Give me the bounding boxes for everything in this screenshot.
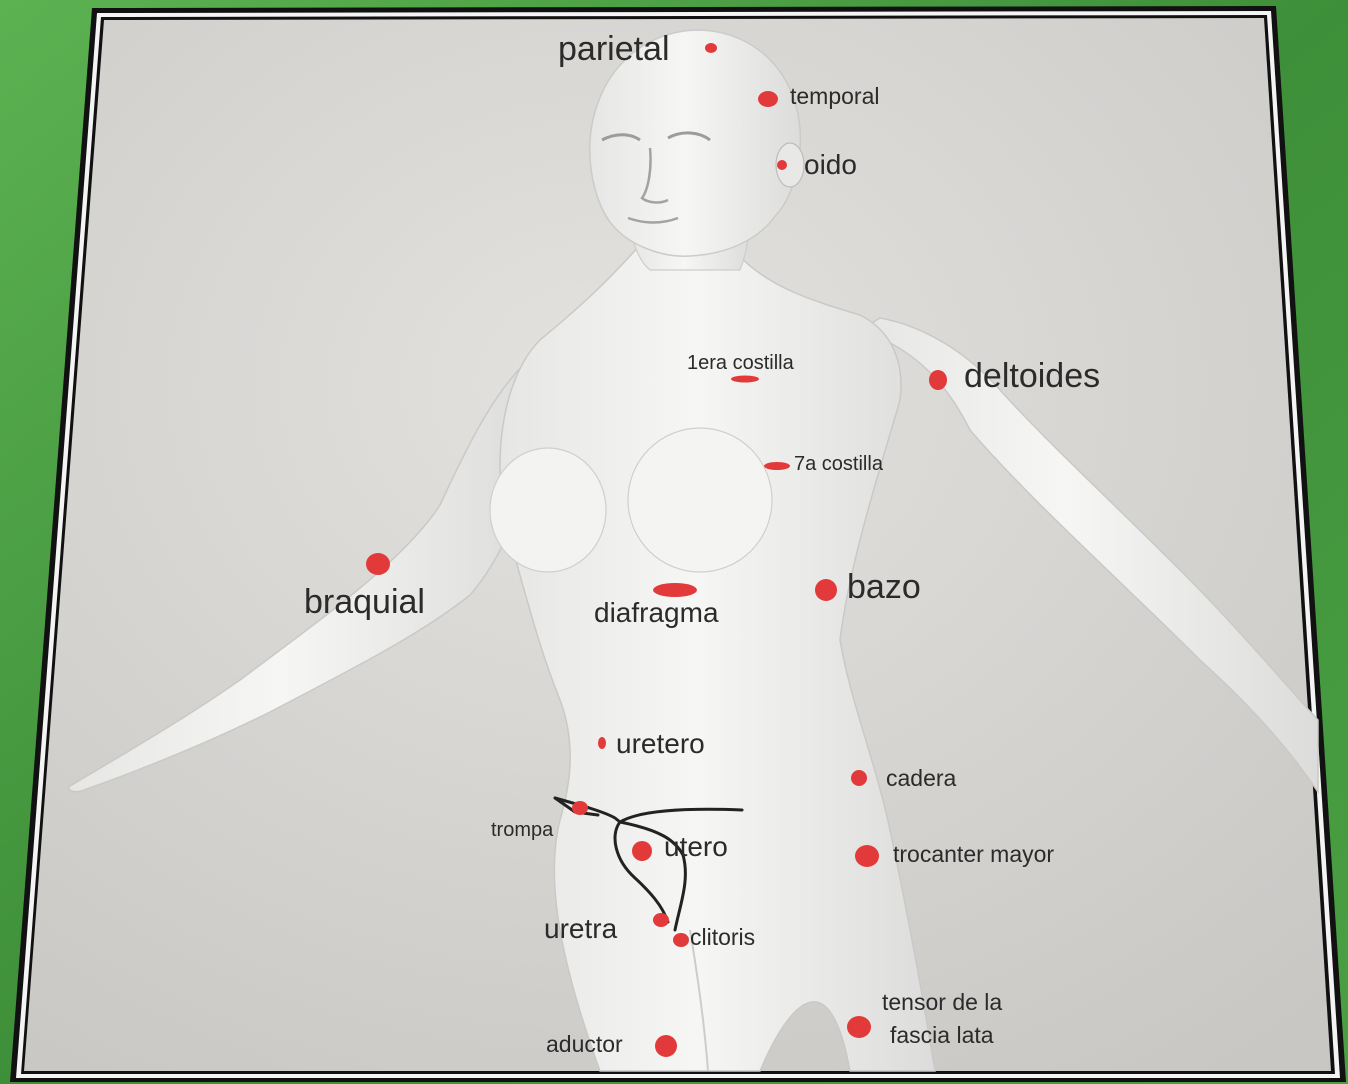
marker-bazo [815, 579, 837, 601]
label-parietal: parietal [558, 30, 670, 68]
label-clitoris: clitoris [690, 924, 755, 950]
marker-trompa [572, 801, 588, 815]
marker-uretra [653, 913, 669, 927]
marker-aductor [655, 1035, 677, 1057]
label-oido: oido [804, 149, 857, 180]
marker-primera-costilla [731, 376, 759, 383]
marker-septima-costilla [764, 462, 790, 470]
label-uretra: uretra [544, 913, 618, 944]
marker-oido [777, 160, 787, 170]
marker-cadera [851, 770, 867, 786]
marker-parietal [705, 43, 717, 53]
marker-temporal [758, 91, 778, 107]
label-uretero: uretero [616, 728, 705, 759]
label-septima-costilla: 7a costilla [794, 453, 884, 475]
label-tensor-line2: fascia lata [890, 1022, 994, 1048]
marker-diafragma [653, 583, 697, 597]
marker-braquial [366, 553, 390, 575]
label-aductor: aductor [546, 1031, 623, 1057]
label-diafragma: diafragma [594, 597, 719, 628]
label-temporal: temporal [790, 83, 879, 109]
label-trocanter-mayor: trocanter mayor [893, 841, 1054, 867]
label-bazo: bazo [847, 568, 921, 606]
marker-trocanter [855, 845, 879, 867]
marker-tensor [847, 1016, 871, 1038]
label-trompa: trompa [491, 819, 554, 841]
marker-clitoris [673, 933, 689, 947]
marker-deltoides [929, 370, 947, 390]
label-tensor-line1: tensor de la [882, 989, 1002, 1015]
label-deltoides: deltoides [964, 357, 1100, 395]
label-braquial: braquial [304, 583, 425, 621]
label-utero: utero [664, 831, 728, 862]
breast-right [628, 428, 772, 572]
marker-uretero [598, 737, 606, 749]
label-cadera: cadera [886, 765, 957, 791]
label-primera-costilla: 1era costilla [687, 352, 795, 374]
marker-utero [632, 841, 652, 861]
breast-left [490, 448, 606, 572]
